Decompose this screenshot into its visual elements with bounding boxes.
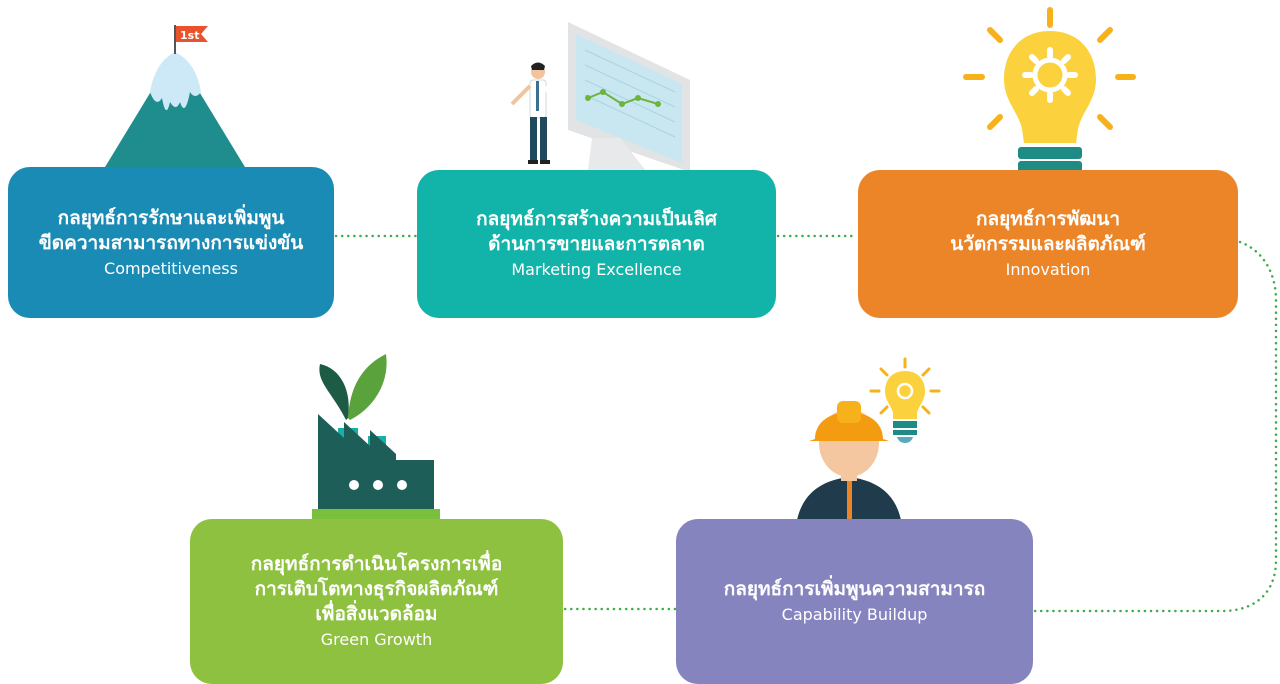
strategy-title-th-line: เพื่อสิ่งแวดล้อม: [315, 603, 438, 625]
strategy-card-green: กลยุทธ์การดำเนินโครงการเพื่อ การเติบโตทา…: [190, 519, 563, 684]
strategy-title-th-line: กลยุทธ์การพัฒนา: [975, 208, 1121, 230]
flag-badge-text: 1st: [180, 29, 199, 42]
strategy-title-th-line: กลยุทธ์การดำเนินโครงการเพื่อ: [250, 553, 503, 575]
strategy-title-en: Marketing Excellence: [511, 260, 682, 279]
strategy-card-competitiveness: กลยุทธ์การรักษาและเพิ่มพูน ขีดความสามารถ…: [8, 167, 334, 318]
lightbulb-gear-icon: [963, 7, 1136, 187]
strategy-title-en: Competitiveness: [104, 258, 238, 278]
mountain-flag-icon: 1st: [102, 25, 248, 172]
strategy-card-marketing: กลยุทธ์การสร้างความเป็นเลิศ ด้านการขายแล…: [417, 170, 776, 318]
strategy-title-th-line: ขีดความสามารถทางการแข่งขัน: [38, 231, 304, 254]
engineer-idea-icon: [795, 357, 941, 540]
connector-innovation-capability: [1033, 240, 1278, 613]
strategy-card-innovation: กลยุทธ์การพัฒนา นวัตกรรมและผลิตภัณฑ์ Inn…: [858, 170, 1238, 318]
strategy-card-capability: กลยุทธ์การเพิ่มพูนความสามารถ Capability …: [676, 519, 1033, 684]
strategy-title-th-line: นวัตกรรมและผลิตภัณฑ์: [950, 233, 1146, 255]
strategy-title-en: Green Growth: [320, 630, 433, 649]
factory-sprout-icon: [312, 354, 440, 521]
strategy-title-th-line: กลยุทธ์การรักษาและเพิ่มพูน: [57, 206, 285, 229]
strategy-title-en: Innovation: [1005, 260, 1091, 279]
strategy-title-th-line: การเติบโตทางธุรกิจผลิตภัณฑ์: [254, 578, 499, 600]
strategy-title-th-line: ด้านการขายและการตลาด: [488, 233, 705, 255]
strategy-title-th-line: กลยุทธ์การสร้างความเป็นเลิศ: [476, 208, 717, 230]
presenter-monitor-icon: [510, 22, 690, 186]
strategy-title-th-line: กลยุทธ์การเพิ่มพูนความสามารถ: [723, 578, 986, 600]
strategy-title-en: Capability Buildup: [781, 605, 928, 624]
